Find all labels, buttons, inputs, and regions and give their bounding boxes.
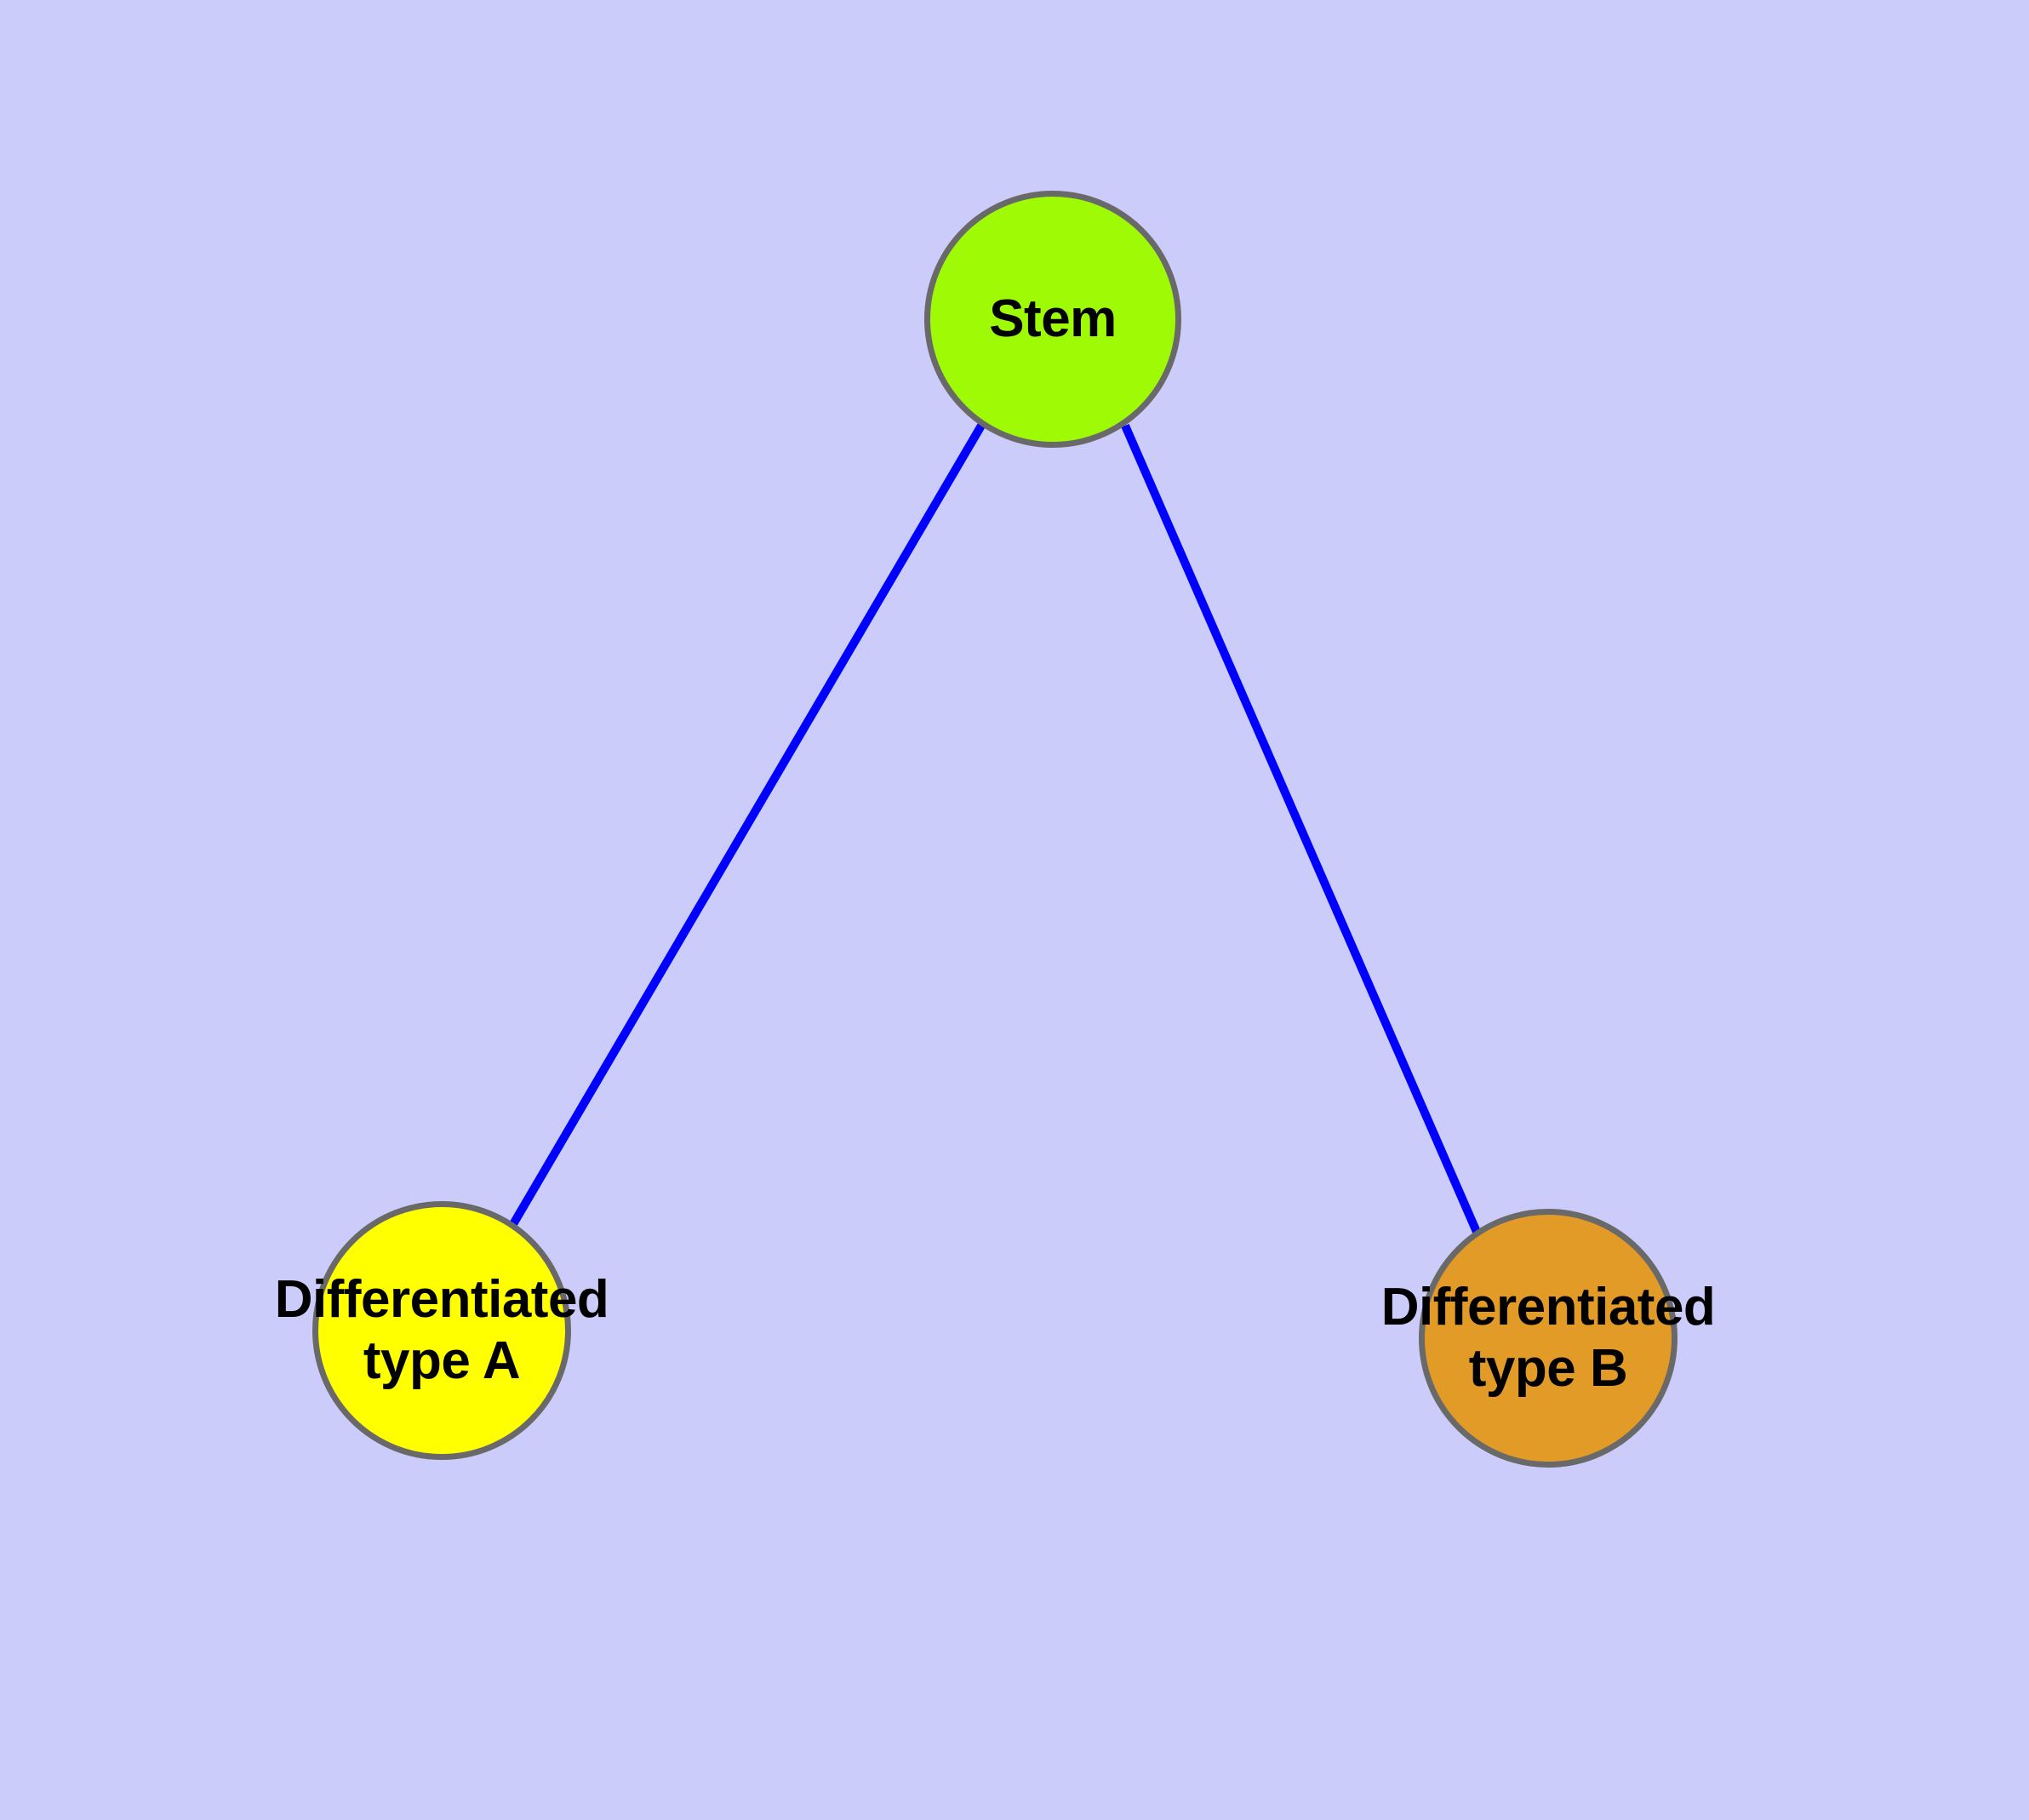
node-differentiated-type-b[interactable] (1419, 1209, 1677, 1468)
node-stem[interactable] (924, 191, 1181, 448)
edge-stem-to-differentiated-type-a (509, 423, 986, 1227)
node-differentiated-type-a[interactable] (312, 1201, 571, 1460)
edge-stem-to-differentiated-type-b (1121, 424, 1481, 1233)
